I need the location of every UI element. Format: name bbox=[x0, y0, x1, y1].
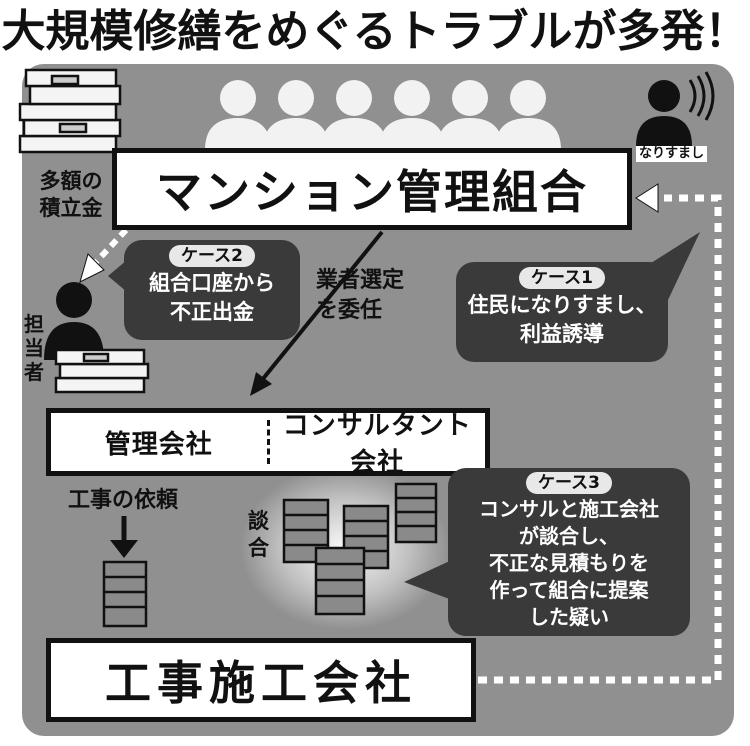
embezzle-arrow bbox=[93, 227, 129, 265]
building-5 bbox=[102, 560, 148, 628]
savings-label: 多額の 積立金 bbox=[39, 169, 103, 220]
feedback-loop bbox=[478, 194, 722, 684]
case1-bubble: ケース1 住民になりすまし、 利益誘導 bbox=[456, 262, 668, 362]
case2-line-1: 組合口座から bbox=[149, 271, 275, 295]
collusion-label: 談合 bbox=[248, 509, 269, 560]
case3-line-4: 作って組合に提案 bbox=[489, 578, 649, 602]
delegate-arrow bbox=[250, 230, 384, 396]
resident-silhouette-5 bbox=[437, 80, 503, 150]
building-4 bbox=[314, 546, 366, 616]
resident-silhouette-3 bbox=[321, 80, 387, 150]
case3-bubble-tail bbox=[404, 560, 452, 600]
request-arrow bbox=[110, 516, 138, 558]
case1-line-2: 利益誘導 bbox=[520, 322, 604, 346]
impersonator-icon bbox=[636, 71, 715, 146]
resident-silhouette-2 bbox=[263, 80, 329, 150]
case2-line-2: 不正出金 bbox=[170, 300, 254, 324]
management-consultant-box: 管理会社 コンサルタント会社 bbox=[46, 408, 490, 478]
case2-badge: ケース2 bbox=[169, 245, 255, 267]
page-title: 大規模修繕をめぐるトラブルが多発！ bbox=[1, 6, 749, 57]
box-divider bbox=[266, 420, 270, 464]
resident-silhouette-4 bbox=[379, 80, 445, 150]
case1-badge: ケース1 bbox=[519, 267, 605, 289]
impersonation-label: なりすまし bbox=[636, 146, 708, 162]
case3-line-2: が談合し、 bbox=[519, 524, 619, 548]
construction-company-box: 工事施工会社 bbox=[46, 638, 476, 722]
delegate-selection-label: 業者選定 を委任 bbox=[316, 268, 405, 323]
case3-line-5: した疑い bbox=[529, 605, 609, 629]
construction-request-label: 工事の依頼 bbox=[68, 488, 179, 513]
case3-line-3: 不正な見積もりを bbox=[489, 551, 649, 575]
resident-silhouette-6 bbox=[495, 80, 561, 150]
residents-icon bbox=[205, 80, 561, 150]
stolen-money-icon bbox=[54, 348, 150, 394]
management-union-box: マンション管理組合 bbox=[112, 148, 632, 230]
case3-badge: ケース3 bbox=[526, 472, 612, 494]
consultant-company-label: コンサルタント会社 bbox=[282, 411, 472, 478]
management-company-label: 管理会社 bbox=[104, 429, 213, 460]
building-3 bbox=[394, 482, 438, 544]
resident-silhouette-1 bbox=[205, 80, 271, 150]
person-in-charge-icon bbox=[44, 282, 104, 360]
buildings-icon bbox=[102, 482, 438, 628]
case2-bubble: ケース2 組合口座から 不正出金 bbox=[124, 240, 300, 340]
person-in-charge-label: 担当者 bbox=[24, 312, 44, 384]
case1-line-1: 住民になりすまし、 bbox=[467, 293, 657, 317]
embezzle-arrowhead bbox=[79, 253, 105, 283]
feedback-arrowhead bbox=[635, 183, 659, 213]
money-stack-icon bbox=[18, 68, 122, 154]
case3-bubble: ケース3 コンサルと施工会社 が談合し、 不正な見積もりを 作って組合に提案 し… bbox=[448, 468, 690, 636]
case3-line-1: コンサルと施工会社 bbox=[479, 497, 659, 521]
